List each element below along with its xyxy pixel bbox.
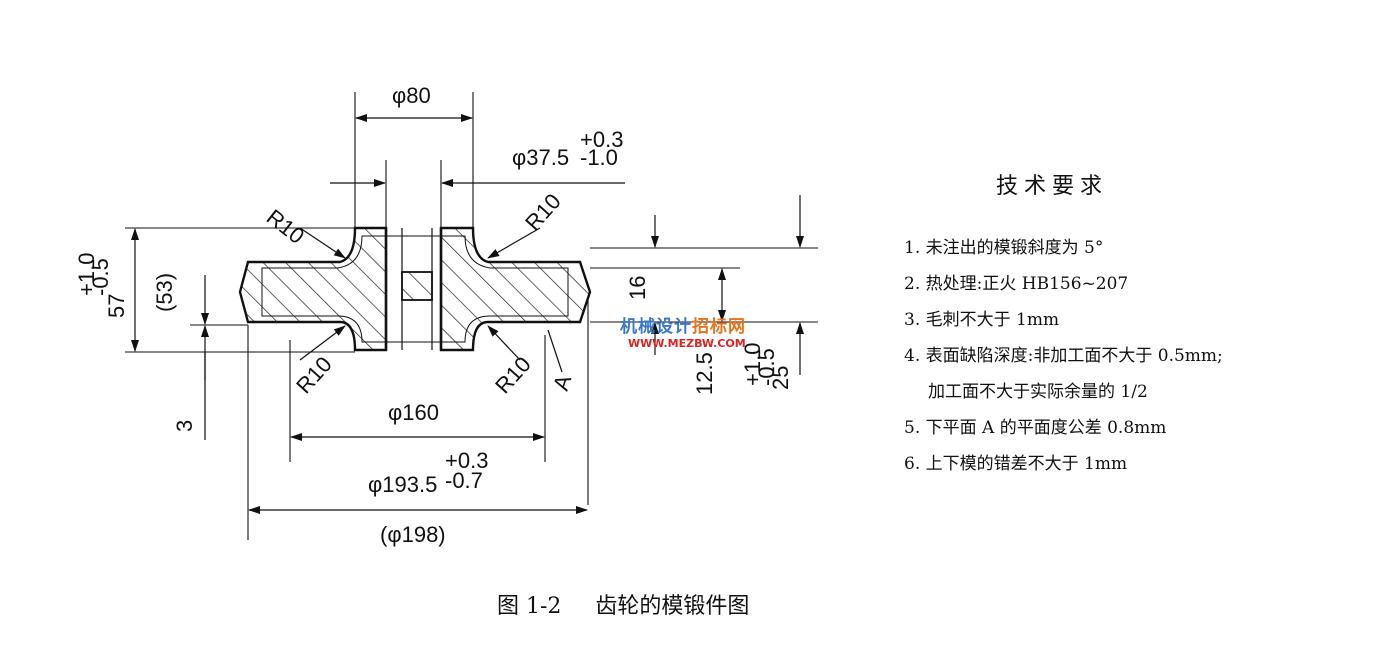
- dim-phi193-tol-lower: -0.7: [445, 468, 483, 493]
- dim-phi80: φ80: [392, 83, 431, 108]
- dim-25-main: 25: [768, 366, 793, 390]
- section-left: [238, 226, 388, 352]
- dim-phi193-main: φ193.5: [368, 472, 437, 497]
- dim-phi37-tol-upper: +0.3: [580, 127, 623, 152]
- watermark-name-part2: 招标网: [692, 317, 746, 337]
- watermark: 机械设计招标网 WWW.MEZBW.COM: [620, 312, 770, 350]
- requirement-item: 2. 热处理:正火 HB156~207: [904, 274, 1129, 294]
- dim-r10-upper-left: R10: [262, 204, 309, 249]
- dim-3: 3: [172, 420, 197, 432]
- requirement-item: 5. 下平面 A 的平面度公差 0.8mm: [904, 418, 1167, 438]
- requirements-title: 技术要求: [996, 174, 1109, 199]
- dim-phi193-tol-upper: +0.3: [445, 448, 488, 473]
- figure-caption: 图 1-2 齿轮的模锻件图: [497, 588, 749, 620]
- dim-phi198: (φ198): [380, 522, 446, 547]
- dim-h57-tol-lower: -0.5: [88, 258, 113, 296]
- dim-phi160: φ160: [388, 400, 439, 425]
- watermark-name-part1: 机械设计: [620, 317, 692, 337]
- dim-r10-lower-left: R10: [291, 352, 337, 399]
- requirements-list: 1. 未注出的模锻斜度为 5° 2. 热处理:正火 HB156~207 3. 毛…: [904, 230, 1223, 482]
- requirement-item: 3. 毛刺不大于 1mm: [904, 310, 1060, 330]
- watermark-name: 机械设计招标网: [620, 312, 770, 337]
- dim-label-a: A: [548, 372, 576, 394]
- watermark-url: WWW.MEZBW.COM: [628, 337, 746, 350]
- requirement-item: 加工面不大于实际余量的 1/2: [928, 382, 1148, 402]
- dim-r10-lower-right: R10: [490, 352, 536, 399]
- dim-r10-upper-right: R10: [520, 189, 566, 236]
- dim-phi37-tol-lower: -1.0: [580, 145, 618, 170]
- figure-title: 齿轮的模锻件图: [595, 594, 750, 619]
- requirement-item: 1. 未注出的模锻斜度为 5°: [904, 238, 1104, 258]
- dim-h53: (53): [152, 273, 177, 312]
- requirement-item: 6. 上下模的错差不大于 1mm: [904, 454, 1128, 474]
- requirement-item: 4. 表面缺陷深度:非加工面不大于 0.5mm;: [904, 346, 1223, 366]
- dim-16: 16: [625, 276, 650, 300]
- figure-number: 图 1-2: [497, 594, 562, 619]
- dim-phi37-main: φ37.5: [512, 145, 569, 170]
- dim-25-tol-lower: -0.5: [754, 348, 779, 386]
- dim-h57-tol-upper: +1.0: [74, 253, 99, 296]
- dim-12-5: 12.5: [692, 352, 717, 395]
- dim-h57-main: 57: [104, 294, 129, 318]
- dim-25-tol-upper: +1.0: [740, 343, 765, 386]
- section-right: [439, 226, 592, 352]
